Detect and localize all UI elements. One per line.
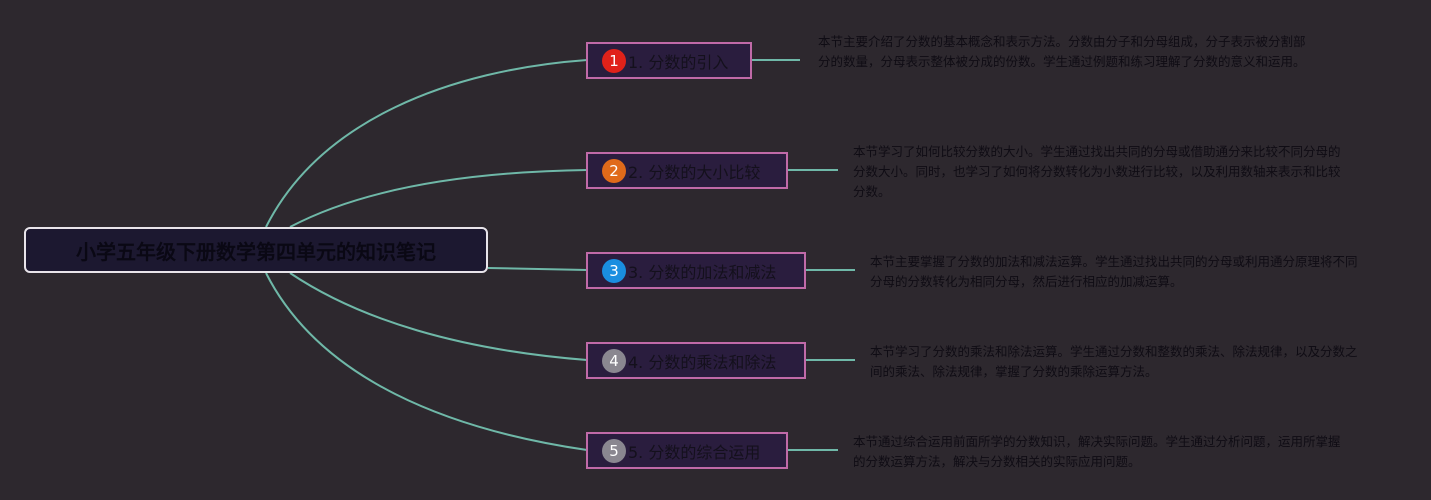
branch-line-3 xyxy=(487,267,588,271)
topic-3-label: 3. 分数的加法和减法 xyxy=(628,262,777,282)
topic-3-note: 本节主要掌握了分数的加法和减法运算。学生通过找出共同的分母或利用通分原理将不同分… xyxy=(870,254,1358,289)
topic-3[interactable]: 3 3. 分数的加法和减法 xyxy=(586,252,806,289)
number-2-icon: 2 xyxy=(602,158,626,183)
number-4-icon: 4 xyxy=(602,348,626,373)
root-topic[interactable]: 小学五年级下册数学第四单元的知识笔记 xyxy=(24,227,488,273)
topic-2[interactable]: 2 2. 分数的大小比较 xyxy=(586,152,788,189)
branch-line-1 xyxy=(265,59,588,228)
branch-line-5 xyxy=(265,272,588,451)
topic-1-label: 1. 分数的引入 xyxy=(628,52,729,72)
branch-line-4 xyxy=(289,272,588,361)
topic-4[interactable]: 4 4. 分数的乘法和除法 xyxy=(586,342,806,379)
topic-5-note: 本节通过综合运用前面所学的分数知识，解决实际问题。学生通过分析问题，运用所掌握的… xyxy=(853,434,1341,469)
number-3-icon: 3 xyxy=(602,258,626,283)
topic-5[interactable]: 5 5. 分数的综合运用 xyxy=(586,432,788,469)
number-1-icon: 1 xyxy=(602,48,626,73)
branch-line-2 xyxy=(289,169,588,228)
root-topic-title: 小学五年级下册数学第四单元的知识笔记 xyxy=(76,239,436,264)
topic-1[interactable]: 1 1. 分数的引入 xyxy=(586,42,752,79)
topic-5-label: 5. 分数的综合运用 xyxy=(628,442,761,462)
topic-1-note: 本节主要介绍了分数的基本概念和表示方法。分数由分子和分母组成，分子表示被分割部分… xyxy=(818,34,1306,69)
topic-2-label: 2. 分数的大小比较 xyxy=(628,162,761,182)
topic-4-note: 本节学习了分数的乘法和除法运算。学生通过分数和整数的乘法、除法规律，以及分数之间… xyxy=(870,344,1358,379)
topic-4-label: 4. 分数的乘法和除法 xyxy=(628,352,777,372)
topic-2-note: 本节学习了如何比较分数的大小。学生通过找出共同的分母或借助通分来比较不同分母的分… xyxy=(853,144,1341,199)
number-5-icon: 5 xyxy=(602,438,626,463)
